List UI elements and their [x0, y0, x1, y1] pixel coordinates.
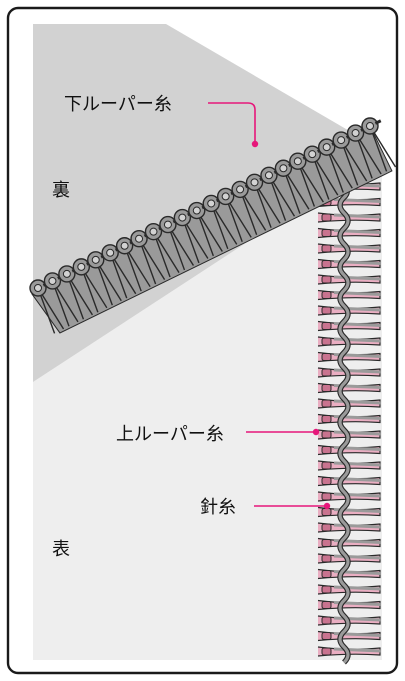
vertical-stitch-loop [317, 537, 382, 549]
back-side-label: 裏 [52, 180, 70, 201]
diagonal-stitch-loop [289, 152, 324, 207]
diagram-frame [6, 6, 399, 675]
vertical-stitch-loop [317, 553, 382, 564]
vertical-stitch-loop [317, 258, 382, 270]
diagonal-stitch-loop [216, 187, 252, 243]
vertical-stitch-loop [317, 506, 382, 518]
vertical-stitch-loop [317, 599, 382, 611]
lower-looper-leader-line [208, 102, 256, 144]
diagonal-stitch-loop [260, 166, 296, 221]
text-labels: 下ルーパー糸 上ルーパー糸 針糸 裏 表 [52, 94, 236, 560]
vertical-stitch-loop [317, 320, 382, 332]
diagonal-stitch-loop [231, 180, 267, 235]
vertical-stitch-loop [317, 289, 382, 301]
lower-looper-leader-dot [251, 140, 259, 148]
vertical-stitch-loop [317, 444, 382, 456]
leader-lines [208, 102, 331, 510]
diagonal-stitch-loop [346, 124, 382, 179]
vertical-stitch-loop [317, 630, 382, 642]
diagonal-stitch-loop [361, 117, 397, 172]
diagonal-stitch-loop [144, 222, 180, 278]
vertical-stitch-loop [317, 274, 382, 285]
diagonal-stitch-loop [58, 265, 94, 320]
vertical-stitch-loop [317, 413, 382, 425]
diagonal-stitch-loop [87, 251, 122, 306]
vertical-stitch-loop [317, 382, 382, 394]
upper-looper-leader-dot [312, 428, 320, 436]
needle-thread [338, 180, 350, 664]
diagonal-stitch-loop [274, 159, 310, 214]
diagonal-stitch-loop [317, 138, 353, 193]
front-side-label: 表 [52, 539, 70, 560]
vertical-stitch-loop [317, 351, 382, 363]
diagonal-overlock-seam [29, 117, 397, 334]
vertical-stitch-loop [317, 475, 382, 487]
diagonal-stitch-loop [202, 194, 238, 250]
front-fabric [33, 150, 382, 660]
needle-leader-dot [323, 502, 331, 510]
diagonal-stitch-loop [245, 173, 281, 228]
needle-thread-label: 針糸 [200, 497, 236, 518]
vertical-stitch-loop [317, 227, 382, 239]
lower-looper-thread-label: 下ルーパー糸 [64, 94, 172, 115]
upper-looper-thread-label: 上ルーパー糸 [116, 424, 224, 445]
vertical-stitch-loop [317, 568, 382, 580]
